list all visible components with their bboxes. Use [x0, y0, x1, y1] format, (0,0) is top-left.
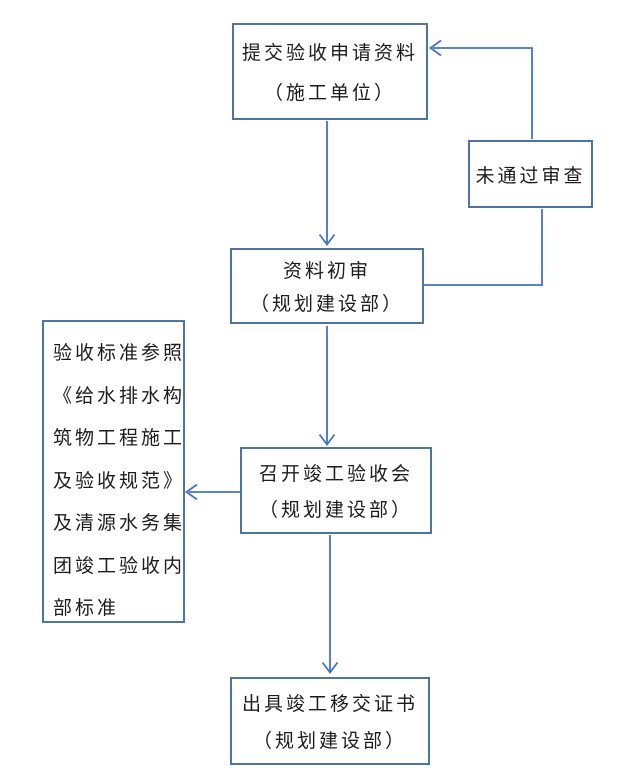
- node-subtext: （规划建设部）: [249, 293, 404, 315]
- node-failed-review: 未通过审查: [468, 140, 593, 208]
- node-subtext: （施工单位）: [263, 82, 396, 104]
- node-text-line: 验收标准参照: [53, 342, 186, 364]
- line-initial-review-to-failed-review: [424, 209, 543, 286]
- node-text: 提交验收申请资料: [241, 42, 418, 64]
- node-text-line: 团竣工验收内: [53, 554, 186, 577]
- node-text: 资料初审: [282, 260, 371, 282]
- node-text-line: 及验收规范》: [53, 469, 186, 492]
- node-initial-material-review: 资料初审 （规划建设部）: [230, 248, 424, 324]
- arrow-meeting-to-certificate: [321, 535, 339, 674]
- node-text-line: 部标准: [53, 597, 120, 619]
- node-issue-transfer-certificate: 出具竣工移交证书 （规划建设部）: [230, 677, 430, 765]
- node-text-line: 及清源水务集: [53, 512, 186, 534]
- node-subtext: （规划建设部）: [252, 730, 407, 752]
- node-submit-acceptance-application: 提交验收申请资料 （施工单位）: [232, 23, 428, 120]
- node-text: 出具竣工移交证书: [241, 693, 418, 715]
- node-subtext: （规划建设部）: [258, 499, 413, 522]
- node-acceptance-standards-note: 验收标准参照 《给水排水构 筑物工程施工 及验收规范》 及清源水务集 团竣工验收…: [42, 320, 185, 623]
- arrow-initial-review-to-meeting: [318, 326, 336, 446]
- node-text-line: 筑物工程施工: [53, 427, 186, 449]
- node-text: 未通过审查: [475, 164, 586, 187]
- arrow-failed-review-to-submit: [428, 39, 533, 139]
- node-text-line: 《给水排水构: [53, 384, 186, 407]
- arrow-submit-to-initial-review: [318, 121, 336, 246]
- node-completion-acceptance-meeting: 召开竣工验收会 （规划建设部）: [240, 447, 432, 534]
- node-text: 召开竣工验收会: [258, 462, 413, 485]
- arrow-meeting-to-standards-note: [184, 483, 240, 501]
